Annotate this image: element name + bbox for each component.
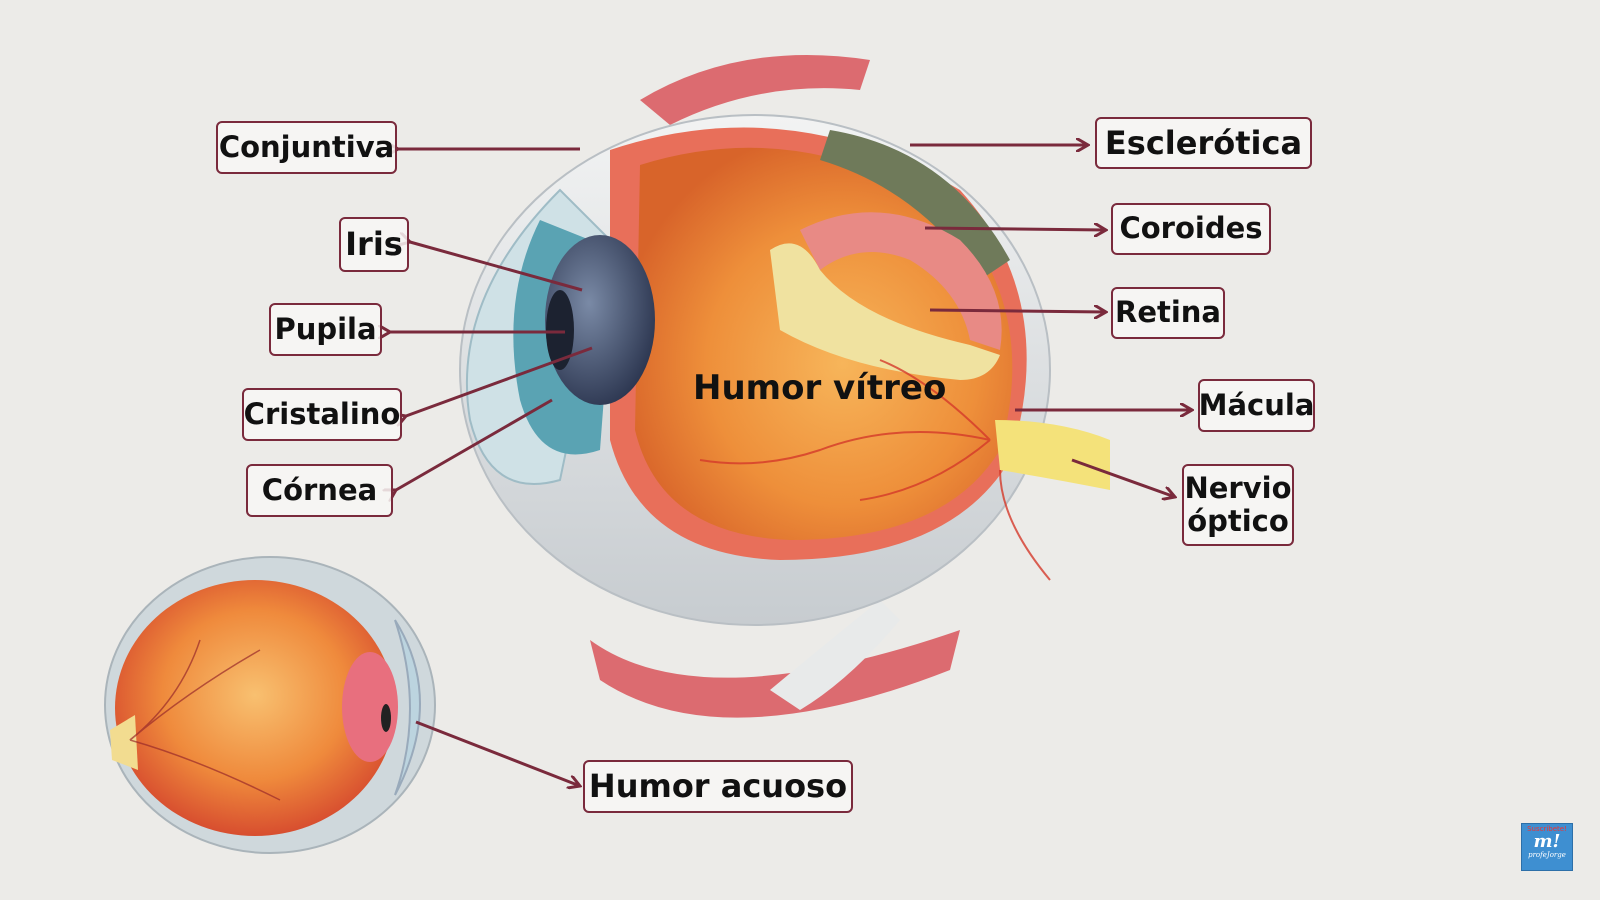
- label-pupila: Pupila: [269, 303, 382, 356]
- badge-sub-text: profeJorge: [1528, 851, 1566, 859]
- label-macula-text: Mácula: [1198, 387, 1315, 422]
- arrow-humor-acuoso: [415, 720, 580, 786]
- label-cornea-text: Córnea: [261, 472, 378, 507]
- small-eye-pupil: [381, 704, 391, 732]
- badge-logo: m!: [1533, 831, 1561, 852]
- lower-tendon: [770, 600, 900, 710]
- retinal-vessels: [699, 359, 1051, 581]
- small-eye-interior: [115, 580, 395, 836]
- small-eye-nerve: [110, 715, 138, 770]
- label-cristalino: Cristalino: [242, 388, 402, 441]
- label-nervio-line1: Nervio: [1184, 470, 1292, 505]
- upper-muscle: [640, 55, 870, 125]
- arrow-nervio: [1071, 458, 1175, 497]
- label-pupila-text: Pupila: [274, 311, 377, 346]
- label-humor-acuoso: Humor acuoso: [583, 760, 853, 813]
- optic-nerve-shape: [995, 420, 1110, 490]
- arrow-retina: [929, 310, 1106, 312]
- subscribe-badge[interactable]: Suscríbete! m! profeJorge: [1521, 823, 1573, 871]
- choroid-cutaway: [800, 212, 1002, 350]
- arrow-cornea: [396, 398, 553, 490]
- label-cristalino-text: Cristalino: [243, 396, 401, 431]
- label-humor-vitreo: Humor vítreo: [693, 368, 947, 408]
- label-coroides-text: Coroides: [1119, 211, 1263, 246]
- small-eye-cornea: [394, 619, 421, 796]
- pointer-arrows: [390, 145, 1192, 786]
- label-cornea: Córnea: [246, 464, 393, 517]
- arrow-coroides: [924, 228, 1106, 230]
- small-eye-lens: [342, 652, 398, 762]
- sclera-cutaway: [820, 130, 1010, 280]
- arrow-iris: [410, 242, 583, 292]
- label-retina-text: Retina: [1114, 295, 1222, 330]
- label-esclerotica-text: Esclerótica: [1104, 123, 1303, 162]
- label-conjuntiva-text: Conjuntiva: [218, 129, 395, 164]
- label-nervio-line2: óptico: [1187, 504, 1289, 538]
- label-coroides: Coroides: [1111, 203, 1271, 255]
- badge-top-text: Suscríbete!: [1527, 825, 1567, 833]
- small-eye-vessels: [129, 639, 281, 801]
- pupil-shape: [546, 290, 574, 370]
- label-iris: Iris: [339, 217, 409, 272]
- label-macula: Mácula: [1198, 379, 1315, 432]
- label-conjuntiva: Conjuntiva: [216, 121, 397, 174]
- label-nervio-optico: Nervio óptico: [1182, 464, 1294, 546]
- lower-muscle: [590, 630, 960, 718]
- label-iris-text: Iris: [345, 225, 403, 264]
- arrow-cristalino: [406, 346, 593, 416]
- label-retina: Retina: [1111, 287, 1225, 339]
- label-esclerotica: Esclerótica: [1095, 117, 1312, 169]
- label-humor-acuoso-text: Humor acuoso: [588, 767, 848, 806]
- lens-shape: [545, 235, 655, 405]
- retina-cutaway: [770, 243, 1000, 380]
